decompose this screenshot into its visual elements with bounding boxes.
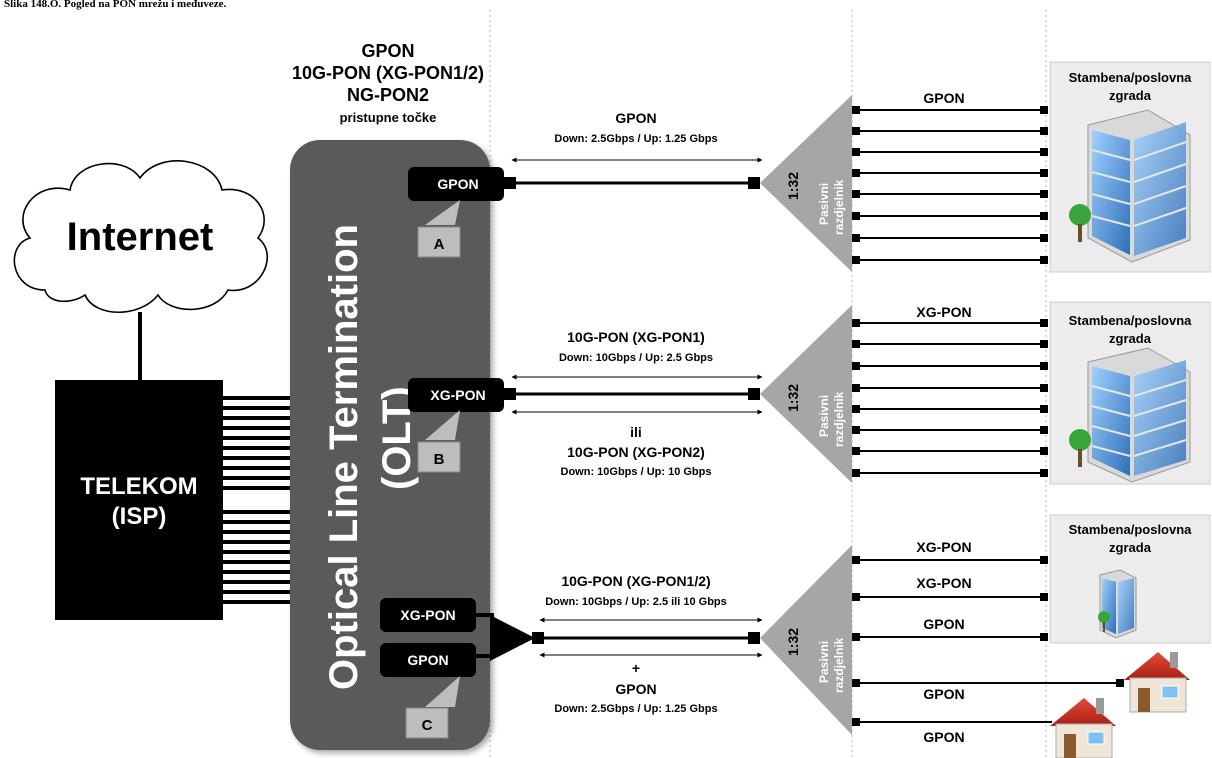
building-3-label2: zgrada — [1109, 540, 1152, 555]
outputs-1 — [852, 106, 1048, 264]
building-1-label2: zgrada — [1109, 88, 1152, 103]
out-label-bot5: GPON — [923, 729, 964, 745]
splitter-3-ratio: 1:32 — [785, 628, 801, 656]
splitter-1-ratio: 1:32 — [785, 172, 801, 200]
olt-header-line1: GPON — [361, 41, 414, 61]
building-1-label1: Stambena/poslovna — [1069, 70, 1193, 85]
link-c-speed: Down: 10Gbps / Up: 2.5 ili 10 Gbps — [545, 596, 727, 608]
link-b-title: 10G-PON (XG-PON1) — [567, 329, 705, 345]
callout-b: B — [434, 451, 445, 468]
house-icon — [1050, 698, 1116, 758]
link-b-speed2: Down: 10Gbps / Up: 10 Gbps — [561, 466, 712, 478]
splitter-2-ratio: 1:32 — [785, 384, 801, 412]
callout-a: A — [434, 236, 445, 253]
office-building-small-icon — [1098, 570, 1136, 638]
port-b-label: XG-PON — [430, 387, 485, 403]
splitter-1-label1: Pasivni — [817, 183, 831, 225]
house-icon — [1124, 652, 1190, 712]
out-label-bot2: XG-PON — [916, 575, 971, 591]
olt-header-line3: NG-PON2 — [347, 85, 429, 105]
link-a-title: GPON — [615, 110, 656, 126]
out-labels-3: XG-PON XG-PON GPON GPON GPON — [916, 539, 971, 745]
link-b-or: ili — [630, 424, 642, 440]
port-a-label: GPON — [437, 176, 478, 192]
splitter-2: 1:32 Pasivni razdjelnik — [760, 305, 852, 483]
internet-cloud-icon: Internet — [14, 161, 267, 312]
splitter-2-label2: razdjelnik — [832, 391, 846, 447]
out-label-bot1: XG-PON — [916, 539, 971, 555]
out-label-mid: XG-PON — [916, 304, 971, 320]
isp-olt-links — [222, 398, 296, 602]
building-3-label1: Stambena/poslovna — [1069, 522, 1193, 537]
olt-header-line4: pristupne točke — [340, 110, 437, 125]
link-a: GPON Down: 2.5Gbps / Up: 1.25 Gbps — [512, 110, 762, 189]
isp-box: TELEKOM (ISP) — [55, 380, 223, 620]
olt-header-line2: 10G-PON (XG-PON1/2) — [292, 63, 484, 83]
link-c-plus: + — [632, 660, 640, 676]
link-b-title2: 10G-PON (XG-PON2) — [567, 444, 705, 460]
out-label-bot4: GPON — [923, 686, 964, 702]
port-c1-label: XG-PON — [400, 607, 455, 623]
outputs-2 — [852, 319, 1048, 477]
building-panel-2: Stambena/poslovna zgrada — [1050, 302, 1210, 484]
building-panel-1: Stambena/poslovna zgrada — [1050, 62, 1210, 272]
link-c-speed2: Down: 2.5Gbps / Up: 1.25 Gbps — [554, 703, 717, 715]
isp-label-line1: TELEKOM — [80, 473, 197, 500]
splitter-1-label2: razdjelnik — [832, 179, 846, 235]
port-c2-label: GPON — [407, 652, 448, 668]
building-2-label2: zgrada — [1109, 331, 1152, 346]
building-panel-3: Stambena/poslovna zgrada — [1050, 515, 1210, 643]
link-c-title: 10G-PON (XG-PON1/2) — [561, 573, 710, 589]
link-b: 10G-PON (XG-PON1) Down: 10Gbps / Up: 2.5… — [512, 329, 762, 478]
splitter-3-label1: Pasivni — [817, 641, 831, 683]
internet-label: Internet — [67, 215, 214, 259]
out-label-top: GPON — [923, 90, 964, 106]
splitter-1: 1:32 Pasivni razdjelnik — [760, 95, 852, 272]
olt-label: Optical Line Termination — [322, 224, 366, 690]
splitter-3: 1:32 Pasivni razdjelnik — [760, 545, 852, 735]
link-c-title2: GPON — [615, 681, 656, 697]
olt-header: GPON 10G-PON (XG-PON1/2) NG-PON2 pristup… — [292, 41, 484, 125]
isp-label-line2: (ISP) — [112, 503, 167, 530]
link-c: 10G-PON (XG-PON1/2) Down: 10Gbps / Up: 2… — [540, 573, 762, 715]
splitter-2-label1: Pasivni — [817, 395, 831, 437]
link-b-speed: Down: 10Gbps / Up: 2.5 Gbps — [559, 352, 713, 364]
callout-c: C — [422, 717, 433, 734]
link-a-speed: Down: 2.5Gbps / Up: 1.25 Gbps — [554, 133, 717, 145]
building-2-label1: Stambena/poslovna — [1069, 313, 1193, 328]
out-label-bot3: GPON — [923, 616, 964, 632]
splitter-3-label2: razdjelnik — [832, 637, 846, 693]
